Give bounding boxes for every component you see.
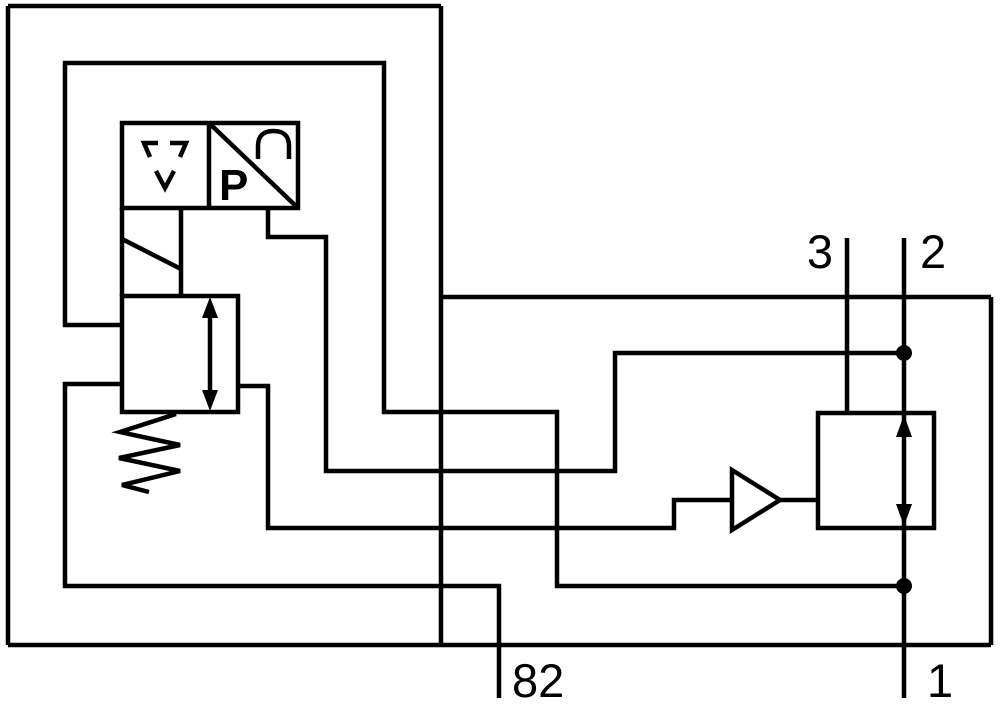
amplifier-icon	[729, 465, 785, 535]
port-1-label: 1	[927, 654, 953, 704]
pressure-letter-label: P	[219, 161, 248, 210]
port-2-label: 2	[920, 225, 946, 278]
port-3-label: 3	[807, 225, 833, 278]
junction-dot-upper	[896, 345, 912, 361]
schematic-fills	[202, 297, 912, 594]
main-valve-body	[815, 410, 937, 531]
junction-dot-lower	[896, 578, 912, 594]
schematic-lines	[5, 3, 994, 698]
schematic-labels: 3 2 82 1 P	[219, 161, 953, 704]
dome-arc-icon	[255, 128, 292, 159]
pilot-feedback-line	[62, 60, 904, 589]
spring-icon	[111, 411, 181, 495]
pressure-sensor-diagonal	[206, 121, 300, 210]
valve-output-line	[238, 383, 732, 531]
exhaust-line-port82	[62, 381, 502, 698]
pilot-valve-body	[119, 293, 241, 415]
proportional-solenoid-symbol	[119, 208, 184, 296]
flow-triangle-icon	[140, 140, 190, 193]
device-outline	[5, 3, 994, 648]
sensor-line	[265, 208, 904, 474]
port-82-label: 82	[512, 654, 564, 704]
